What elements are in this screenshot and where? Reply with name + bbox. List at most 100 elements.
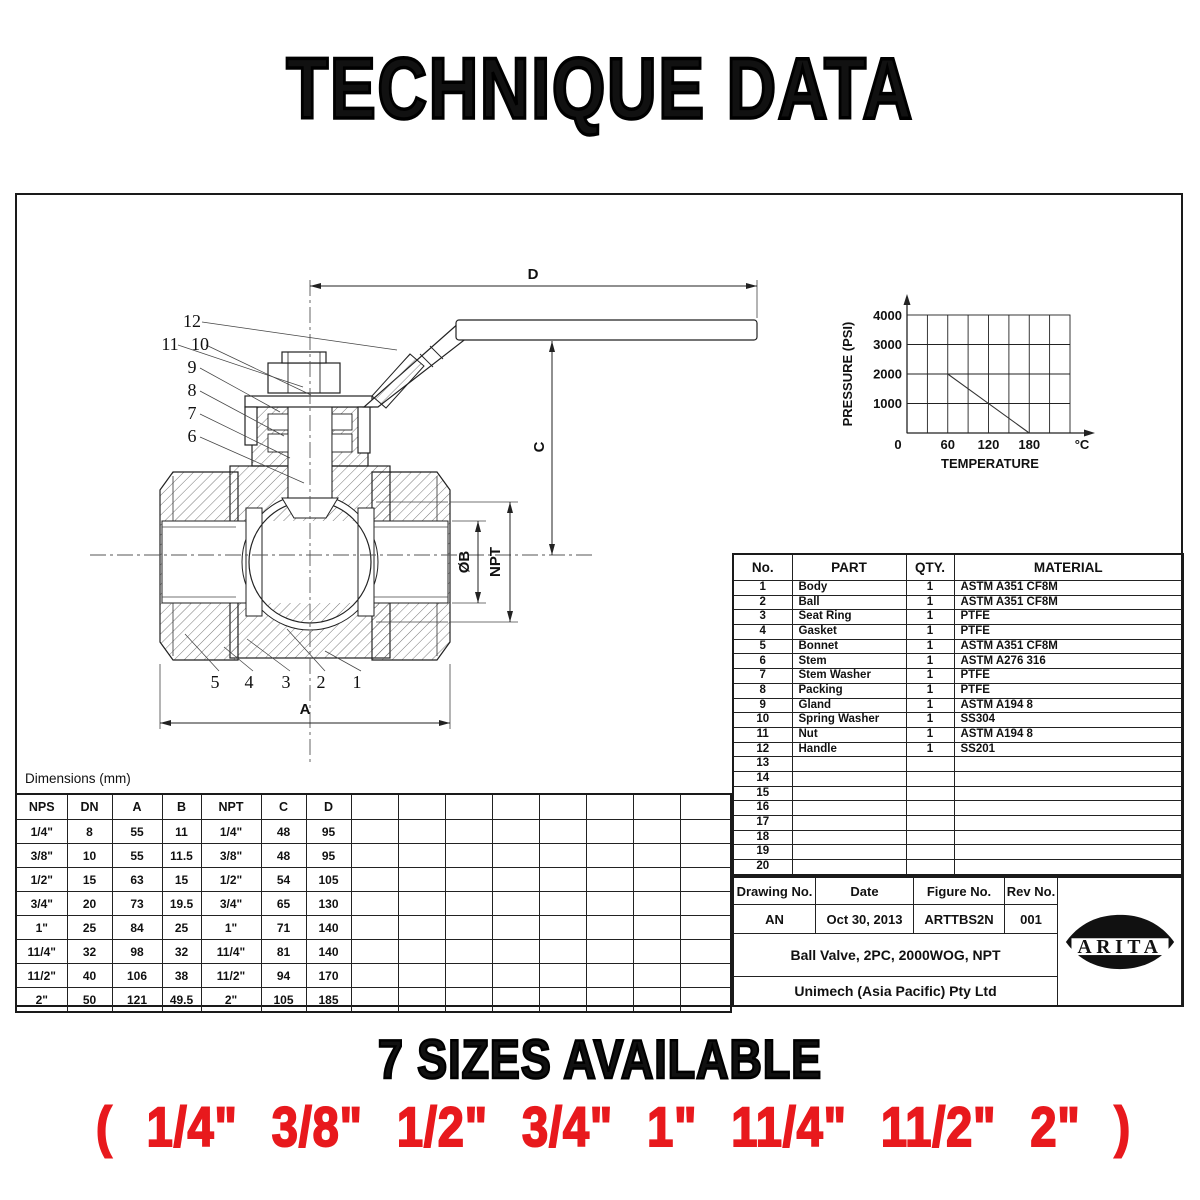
rev-no-header: Rev No.: [1005, 878, 1058, 905]
callout-3: 3: [282, 672, 291, 692]
dim-label-ob: ØB: [456, 551, 473, 574]
rev-no-value: 001: [1005, 905, 1058, 934]
col-part: PART: [791, 553, 907, 581]
parts-row: 20: [732, 859, 1184, 876]
xtick-120: 120: [978, 437, 1000, 452]
drawing-no-header: Drawing No.: [734, 878, 816, 905]
parts-row: 18: [732, 829, 1184, 846]
ytick-2000: 2000: [873, 367, 902, 382]
ytick-3000: 3000: [873, 337, 902, 352]
dimension-ob: ØB: [452, 520, 486, 604]
product-description: Ball Valve, 2PC, 2000WOG, NPT: [734, 934, 1058, 977]
arita-logo-icon: ARITA: [1065, 914, 1174, 969]
title-block: Drawing No. Date Figure No. Rev No. ARIT…: [732, 876, 1184, 1007]
callout-2: 2: [317, 672, 326, 692]
ytick-1000: 1000: [873, 396, 902, 411]
chart-grid: [906, 314, 1071, 434]
pressure-temperature-chart: 4000 3000 2000 1000 0 60 120 180 °C PRES…: [840, 294, 1095, 471]
ytick-4000: 4000: [873, 308, 902, 323]
dim-label-d: D: [528, 266, 539, 283]
company-name: Unimech (Asia Pacific) Pty Ltd: [734, 977, 1058, 1005]
chart-axes: [903, 294, 1095, 437]
arita-logo: ARITA: [1058, 878, 1182, 1005]
dimension-npt: NPT: [450, 501, 518, 623]
callout-6: 6: [188, 426, 197, 446]
date-value: Oct 30, 2013: [816, 905, 914, 934]
dimension-d: D: [310, 266, 758, 318]
callout-12: 12: [183, 311, 201, 331]
drawing-no-value: AN: [734, 905, 816, 934]
page-title: TECHNIQUE DATA: [285, 39, 914, 139]
col-material: MATERIAL: [953, 553, 1184, 581]
callout-leaders: [177, 321, 398, 672]
date-header: Date: [816, 878, 914, 905]
parts-row: 13: [732, 756, 1184, 772]
temperature-axis-label: TEMPERATURE: [941, 456, 1039, 471]
xtick-60: 60: [941, 437, 955, 452]
parts-row: 15: [732, 785, 1184, 802]
parts-row: 14: [732, 770, 1184, 787]
figure-no-header: Figure No.: [914, 878, 1005, 905]
parts-row: 19: [732, 844, 1184, 861]
callout-1: 1: [353, 672, 362, 692]
seat-ring-left: [245, 507, 263, 617]
thread-lines: [162, 501, 448, 623]
figure-no-value: ARTTBS2N: [914, 905, 1005, 934]
valve-handle: [362, 319, 758, 409]
dim-label-npt: NPT: [487, 547, 504, 577]
dimension-c: C: [531, 341, 555, 555]
parts-row: 17: [732, 815, 1184, 831]
bracket-and-nut: [244, 351, 373, 454]
sizes-heading: 7 SIZES AVAILABLE: [377, 1027, 823, 1092]
parts-table-header: No. PART QTY. MATERIAL: [732, 553, 1184, 581]
ball-valve-drawing: D C ØB NPT: [90, 266, 758, 765]
centerlines: [90, 280, 595, 765]
callout-5: 5: [211, 672, 220, 692]
pressure-axis-label: PRESSURE (PSI): [840, 322, 855, 427]
col-qty: QTY.: [905, 553, 955, 581]
sizes-list: ( 1/4" 3/8" 1/2" 3/4" 1" 11/4" 11/2" 2" …: [95, 1094, 1132, 1159]
callout-numbers: 12 11 10 9 8 7 6 5 4 3 2 1: [161, 311, 361, 692]
chart-yticks: 4000 3000 2000 1000: [873, 308, 902, 411]
xtick-180: 180: [1018, 437, 1040, 452]
col-no: No.: [732, 553, 793, 581]
callout-11: 11: [161, 334, 178, 354]
dimension-a: A: [159, 664, 451, 729]
callout-4: 4: [245, 672, 254, 692]
chart-xticks: 0 60 120 180 °C: [894, 437, 1090, 452]
seat-ring-right: [357, 507, 375, 617]
dimensions-caption: Dimensions (mm): [25, 771, 131, 786]
dim-label-a: A: [300, 701, 311, 718]
callout-8: 8: [188, 380, 197, 400]
callout-10: 10: [191, 334, 209, 354]
dim-label-c: C: [531, 441, 548, 452]
xunit-celsius: °C: [1075, 437, 1090, 452]
xtick-0: 0: [894, 437, 901, 452]
arita-logo-text: ARITA: [1077, 937, 1162, 958]
callout-7: 7: [188, 403, 197, 423]
rating-line: [947, 373, 1030, 434]
